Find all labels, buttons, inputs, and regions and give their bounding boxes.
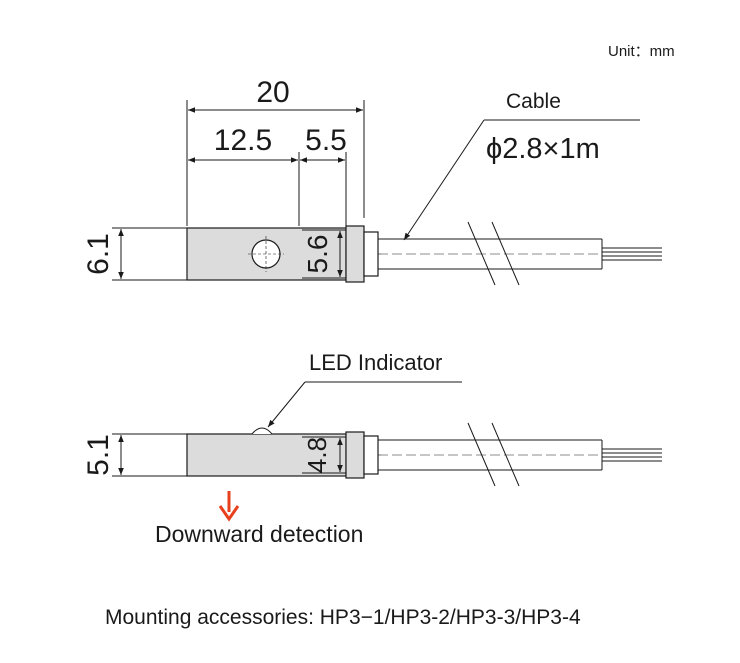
- cable-top: [378, 221, 662, 286]
- cable-spec: ϕ2.8×1m: [486, 133, 600, 165]
- mounting-accessories-label: Mounting accessories: HP3−1/HP3-2/HP3-3/…: [105, 606, 581, 629]
- dim-side-collar-height: 4.8: [302, 437, 332, 473]
- dim-side-height: 5.1: [82, 434, 115, 476]
- dim-overall-length: 20: [256, 76, 289, 109]
- sensor-collar-top: [345, 225, 365, 283]
- dim-segment-left: 12.5: [214, 124, 272, 157]
- led-indicator-label: LED Indicator: [309, 350, 443, 375]
- strain-relief-top: [363, 231, 379, 277]
- downward-arrow-icon: [218, 491, 240, 522]
- cable-label: Cable: [506, 90, 561, 113]
- led-bump: [251, 427, 273, 435]
- cable-leader: [403, 119, 485, 241]
- strain-relief-side: [363, 435, 379, 475]
- led-leader: [267, 381, 306, 428]
- downward-detection-label: Downward detection: [155, 521, 364, 547]
- cable-side: [378, 422, 662, 487]
- side-view: 5.1 4.8: [82, 381, 662, 522]
- top-view: 20 12.5 5.5 6.1 5.6: [82, 76, 662, 286]
- unit-label: Unit：mm: [608, 43, 675, 60]
- dim-segment-right: 5.5: [305, 124, 347, 157]
- dim-height: 6.1: [82, 233, 115, 275]
- sensor-collar-side: [345, 431, 365, 479]
- dim-collar-height: 5.6: [302, 235, 333, 274]
